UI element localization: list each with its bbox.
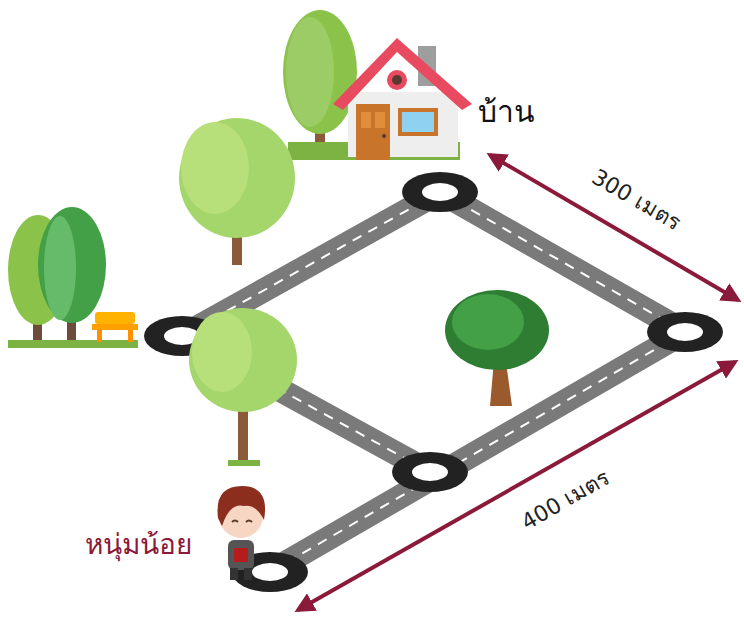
house xyxy=(333,38,472,160)
park xyxy=(8,207,138,348)
tree xyxy=(179,118,295,265)
tree xyxy=(445,290,549,406)
tree xyxy=(283,10,357,145)
roads xyxy=(144,172,723,592)
dimension-label: 400 เมตร xyxy=(517,464,615,536)
dimension-arrow xyxy=(298,155,738,610)
tree xyxy=(189,308,297,466)
dimension-label: 300 เมตร xyxy=(587,164,685,236)
boy-character xyxy=(218,486,266,580)
place-label: บ้าน xyxy=(478,94,535,130)
character-label: หนุ่มน้อย xyxy=(85,528,192,562)
